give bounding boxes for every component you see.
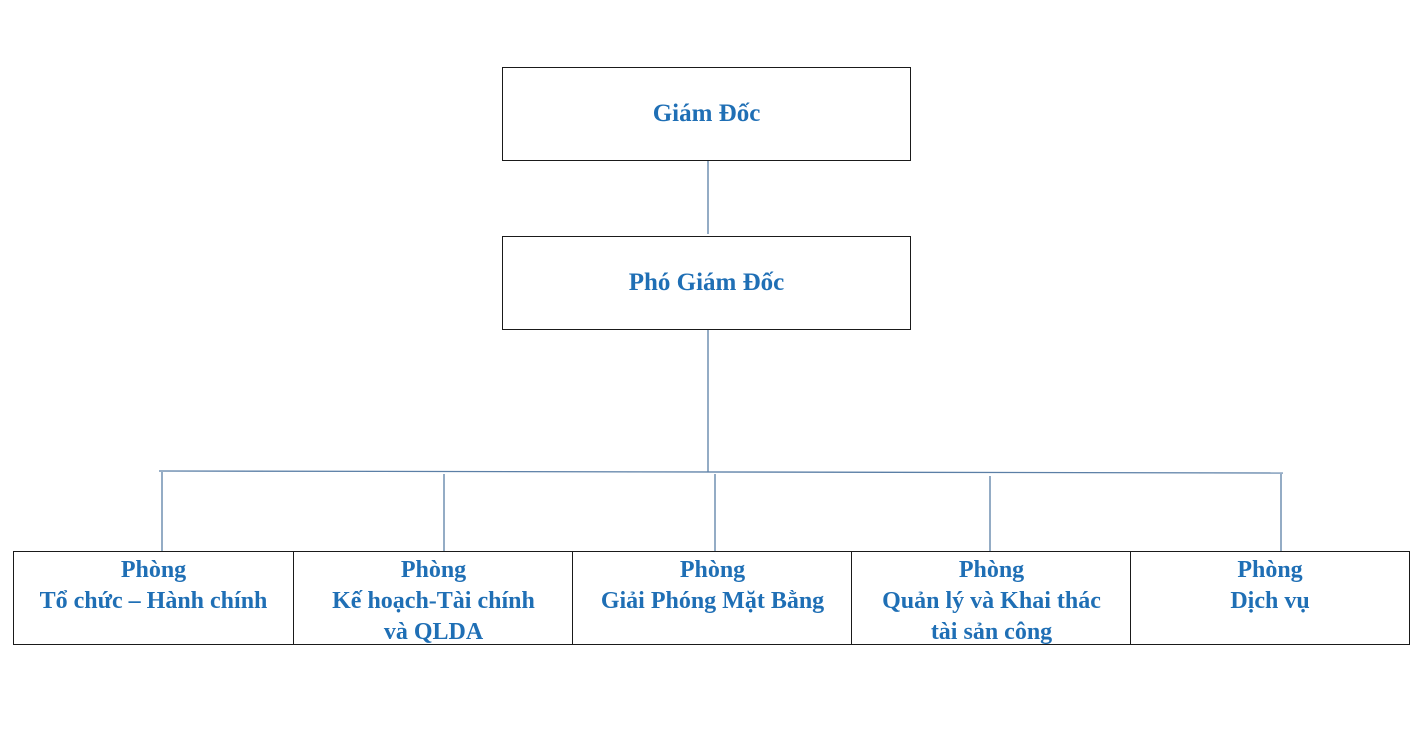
dept-label-line: tài sản công [930, 619, 1053, 645]
director-box: Giám Đốc [502, 67, 911, 161]
dept-label-line: Giải Phóng Mặt Bằng [600, 588, 825, 614]
deputy-director-label: Phó Giám Đốc [628, 269, 785, 296]
dept-box-planning-finance: Phòng Kế hoạch-Tài chính và QLDA [293, 551, 573, 645]
dept-label-line: Phòng [958, 557, 1025, 583]
director-label: Giám Đốc [652, 100, 761, 127]
deputy-director-box: Phó Giám Đốc [502, 236, 911, 330]
dept-label-line: Dịch vụ [1230, 588, 1310, 614]
dept-label-line: Tổ chức – Hành chính [39, 588, 268, 614]
dept-box-services: Phòng Dịch vụ [1130, 551, 1410, 645]
dept-label-line: Kế hoạch-Tài chính [332, 588, 535, 614]
connector-horizontal-bus [158, 470, 1284, 474]
dept-box-organization-administration: Phòng Tổ chức – Hành chính [13, 551, 293, 645]
dept-box-site-clearance: Phòng Giải Phóng Mặt Bằng [572, 551, 852, 645]
dept-label-line: Phòng [679, 557, 746, 583]
dept-box-public-asset-management: Phòng Quản lý và Khai thác tài sản công [851, 551, 1131, 645]
dept-label-line: Phòng [1237, 557, 1303, 583]
dept-label-line: và QLDA [383, 619, 484, 645]
dept-label-line: Quản lý và Khai thác [882, 588, 1101, 614]
dept-label-line: Phòng [400, 557, 467, 583]
dept-label-line: Phòng [120, 557, 187, 583]
